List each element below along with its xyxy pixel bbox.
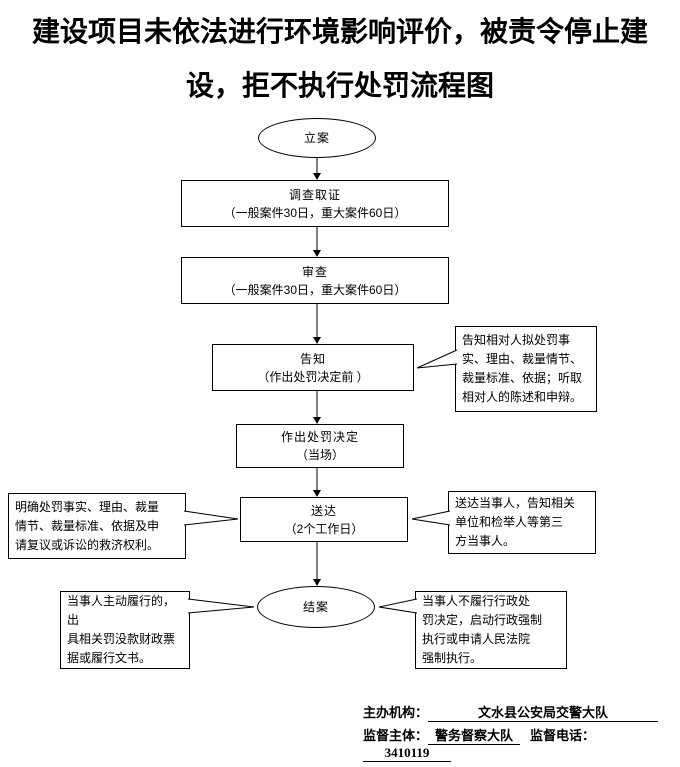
footer-org-line: 主办机构：文水县公安局交警大队 bbox=[363, 702, 659, 722]
node-decision-note: （当场） bbox=[295, 448, 344, 462]
phone-value: 3410119 bbox=[363, 745, 451, 762]
callout-end-right-text: 当事人不履行行政处 罚决定，启动行政强制 执行或申请人民法院 强制执行。 bbox=[422, 594, 543, 665]
org-label: 主办机构： bbox=[363, 705, 429, 720]
page-title-line2: 设，拒不执行处罚流程图 bbox=[185, 71, 494, 102]
callout-deliver-right-text: 送达当事人，告知相关 单位和检举人等第三 方当事人。 bbox=[455, 496, 576, 548]
flow-node-decision: 作出处罚决定 （当场） bbox=[236, 424, 404, 468]
flow-node-investigate: 调查取证 （一般案件30日，重大案件60日） bbox=[181, 180, 449, 227]
node-start-label: 立案 bbox=[303, 131, 330, 145]
callout-end-right: 当事人不履行行政处 罚决定，启动行政强制 执行或申请人民法院 强制执行。 bbox=[415, 591, 567, 669]
node-deliver-title: 送达 bbox=[310, 503, 337, 518]
node-decision-title: 作出处罚决定 bbox=[280, 430, 359, 444]
callout-deliver-right: 送达当事人，告知相关 单位和检举人等第三 方当事人。 bbox=[448, 491, 596, 554]
callout-end-left-text: 当事人主动履行的，出 具相关罚没款财政票 据或履行文书。 bbox=[67, 594, 176, 665]
callout-deliver-left: 明确处罚事实、理由、裁量 情节、裁量标准、依据及申 请复议或诉讼的救济权利。 bbox=[8, 493, 186, 559]
footer-supervisor-line: 监督主体：警务督察大队监督电话： 3410119 bbox=[363, 725, 680, 762]
supervisor-value: 警务督察大队 bbox=[428, 725, 521, 745]
flow-node-notify: 告知 （作出处罚决定前 ） bbox=[212, 344, 414, 391]
page-title-line1: 建设项目未依法进行环境影响评价，被责令停止建 bbox=[31, 17, 648, 48]
node-investigate-note: （一般案件30日，重大案件60日） bbox=[223, 205, 407, 220]
callout-end-left: 当事人主动履行的，出 具相关罚没款财政票 据或履行文书。 bbox=[60, 591, 190, 669]
flow-node-review: 审查 （一般案件30日，重大案件60日） bbox=[181, 257, 449, 304]
node-notify-title: 告知 bbox=[299, 351, 326, 366]
flow-node-end: 结案 bbox=[257, 586, 375, 628]
supervisor-label: 监督主体： bbox=[363, 728, 429, 743]
flow-node-deliver: 送达 （2个工作日） bbox=[240, 497, 408, 542]
node-review-title: 审查 bbox=[301, 264, 328, 279]
flow-node-start: 立案 bbox=[258, 118, 376, 158]
node-review-note: （一般案件30日，重大案件60日） bbox=[223, 282, 407, 297]
node-end-label: 结案 bbox=[302, 600, 329, 614]
node-deliver-note: （2个工作日） bbox=[284, 521, 364, 536]
phone-label: 监督电话： bbox=[530, 728, 596, 743]
node-notify-note: （作出处罚决定前 ） bbox=[257, 369, 369, 384]
callout-notify-right-text: 告知相对人拟处罚事 实、理由、裁量情节、 裁量标准、依据；听取 相对人的陈述和申… bbox=[462, 333, 583, 404]
callout-notify-right: 告知相对人拟处罚事 实、理由、裁量情节、 裁量标准、依据；听取 相对人的陈述和申… bbox=[455, 326, 597, 412]
org-value: 文水县公安局交警大队 bbox=[428, 702, 659, 722]
callout-deliver-left-text: 明确处罚事实、理由、裁量 情节、裁量标准、依据及申 请复议或诉讼的救济权利。 bbox=[15, 499, 160, 552]
node-investigate-title: 调查取证 bbox=[288, 187, 341, 202]
